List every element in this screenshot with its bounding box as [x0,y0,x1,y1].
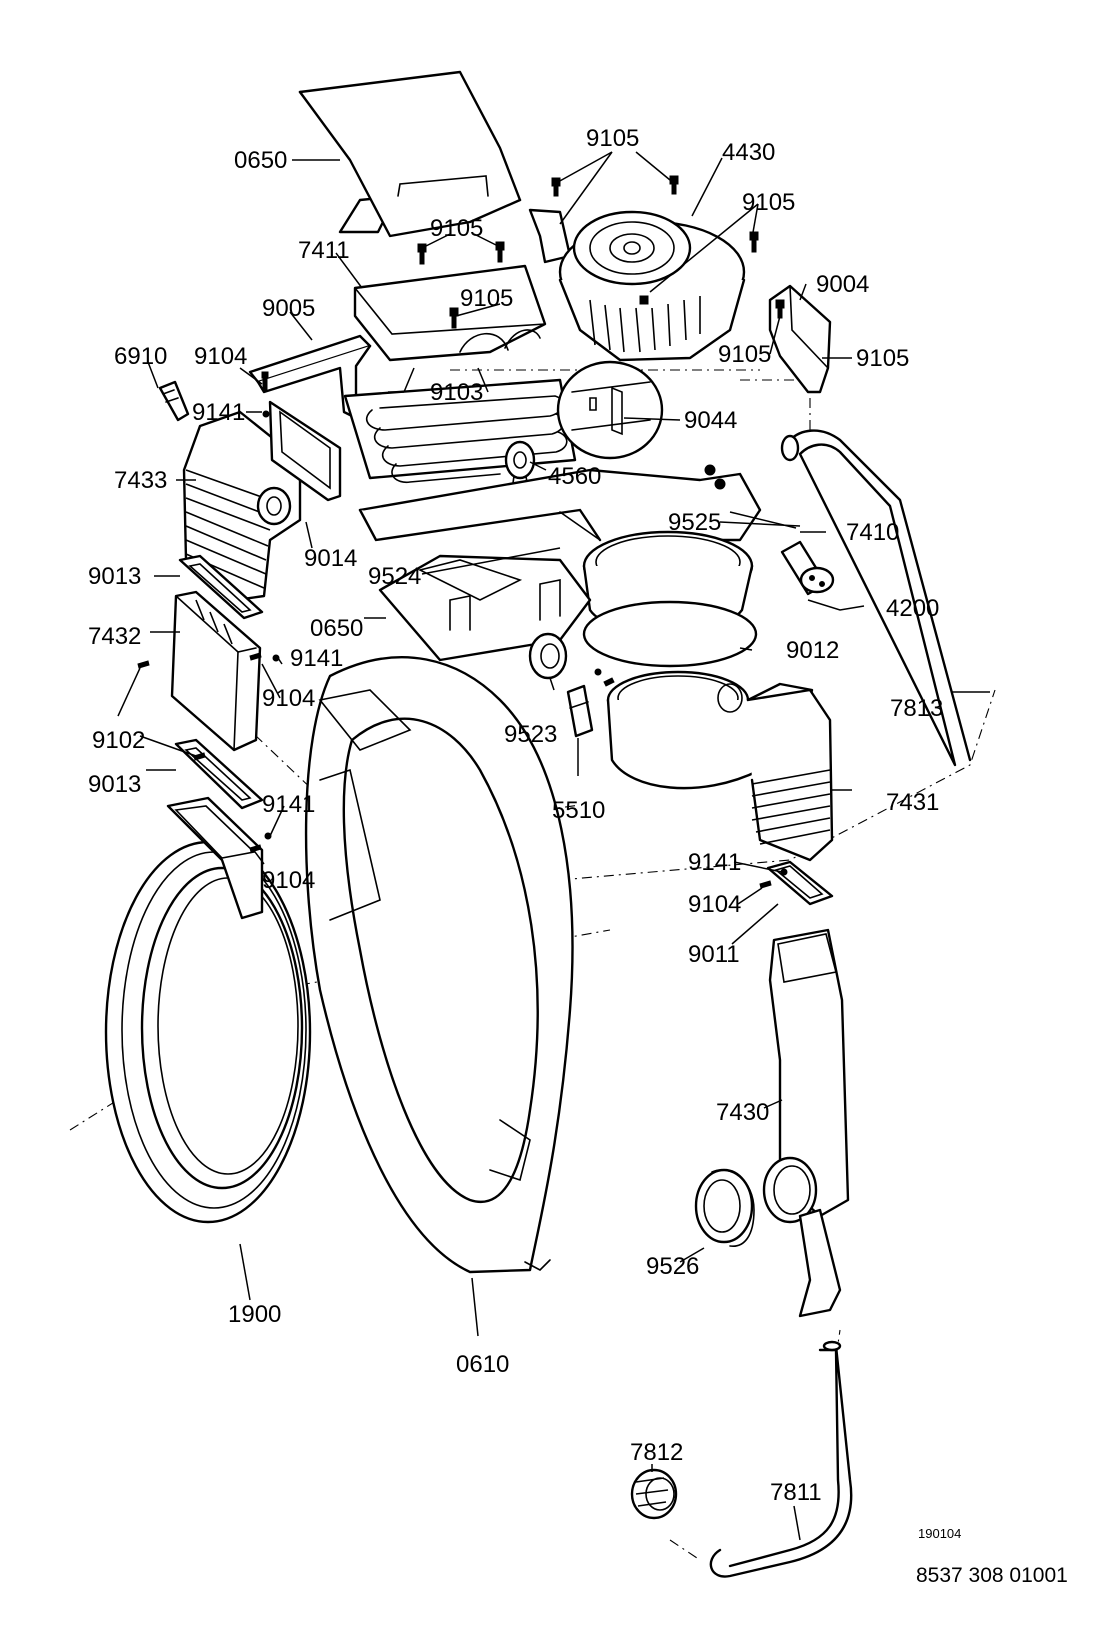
drain-hose-part [709,1340,853,1578]
callout-9013-a: 9013 [88,563,141,590]
gasket-ring-part [582,600,758,668]
date-code: 190104 [918,1526,961,1541]
callout-9105-b: 9105 [742,189,795,216]
filter-cap-part [630,1468,678,1520]
callout-9012: 9012 [786,637,839,664]
callout-9104-c: 9104 [262,867,315,894]
connector-duct-part [170,590,262,752]
callout-4200: 4200 [886,595,939,622]
front-panel-ring [304,656,574,1274]
callout-0650-bottom: 0650 [310,615,363,642]
capacitor-part [780,540,835,596]
callout-7813: 7813 [890,695,943,722]
callout-9105-e: 9105 [718,341,771,368]
callout-7433: 7433 [114,467,167,494]
callout-7411: 7411 [298,237,350,264]
part-number: 8537 308 01001 [916,1564,1068,1587]
callout-9105-a: 9105 [586,125,639,152]
callout-7431: 7431 [886,789,939,816]
door-gasket-part [104,796,312,1224]
sensor-part [158,380,190,422]
upper-gasket-part [178,554,264,620]
callout-9011: 9011 [688,941,740,968]
callout-9005: 9005 [262,295,315,322]
callout-9105-c: 9105 [430,215,483,242]
vertical-duct-part [762,928,850,1318]
callout-5510: 5510 [552,797,605,824]
callout-9103: 9103 [430,379,483,406]
callout-9004: 9004 [816,271,869,298]
small-gasket-part [766,860,834,906]
callout-9044: 9044 [684,407,737,434]
callout-9104-b: 9104 [262,685,315,712]
leader-lines [117,151,990,1541]
callout-7410: 7410 [846,519,899,546]
callout-labels: 0650 9105 4430 9105 9105 7411 9004 9005 … [88,125,1068,1587]
callout-9102: 9102 [92,727,145,754]
lower-cover-part [378,554,592,662]
callout-7430: 7430 [716,1099,769,1126]
callout-9141-d: 9141 [688,849,741,876]
callout-4430: 4430 [722,139,775,166]
callout-1900: 1900 [228,1301,281,1328]
callout-7812: 7812 [630,1439,683,1466]
callout-9524: 9524 [368,563,421,590]
callout-9104-a: 9104 [194,343,247,370]
callout-9141-b: 9141 [290,645,343,672]
lower-duct-part [606,670,834,862]
callout-0610: 0610 [456,1351,509,1378]
callout-9104-d: 9104 [688,891,741,918]
rubber-sleeve-part [694,1168,755,1247]
callout-9014: 9014 [304,545,357,572]
callout-9105-d: 9105 [460,285,513,312]
top-cover-part [298,70,522,238]
callout-9013-b: 9013 [88,771,141,798]
callout-0650-top: 0650 [234,147,287,174]
long-hose-part [780,429,972,767]
fan-motor-part [528,208,746,362]
callout-9523: 9523 [504,721,557,748]
callout-7811: 7811 [770,1479,822,1506]
callout-9141-c: 9141 [262,791,315,818]
callout-9526: 9526 [646,1253,699,1280]
detail-view-circle [556,360,664,460]
small-seal-part [528,632,568,680]
lower-gasket-part [174,738,264,810]
screws-group [137,175,788,889]
callout-4560: 4560 [548,463,601,490]
callout-9525: 9525 [668,509,721,536]
gasket-frame-part [268,400,342,502]
callout-9105-f: 9105 [856,345,909,372]
callout-7432: 7432 [88,623,141,650]
callout-9141-a: 9141 [192,399,245,426]
callout-6910: 6910 [114,343,167,370]
sensor-block-part [566,684,594,738]
